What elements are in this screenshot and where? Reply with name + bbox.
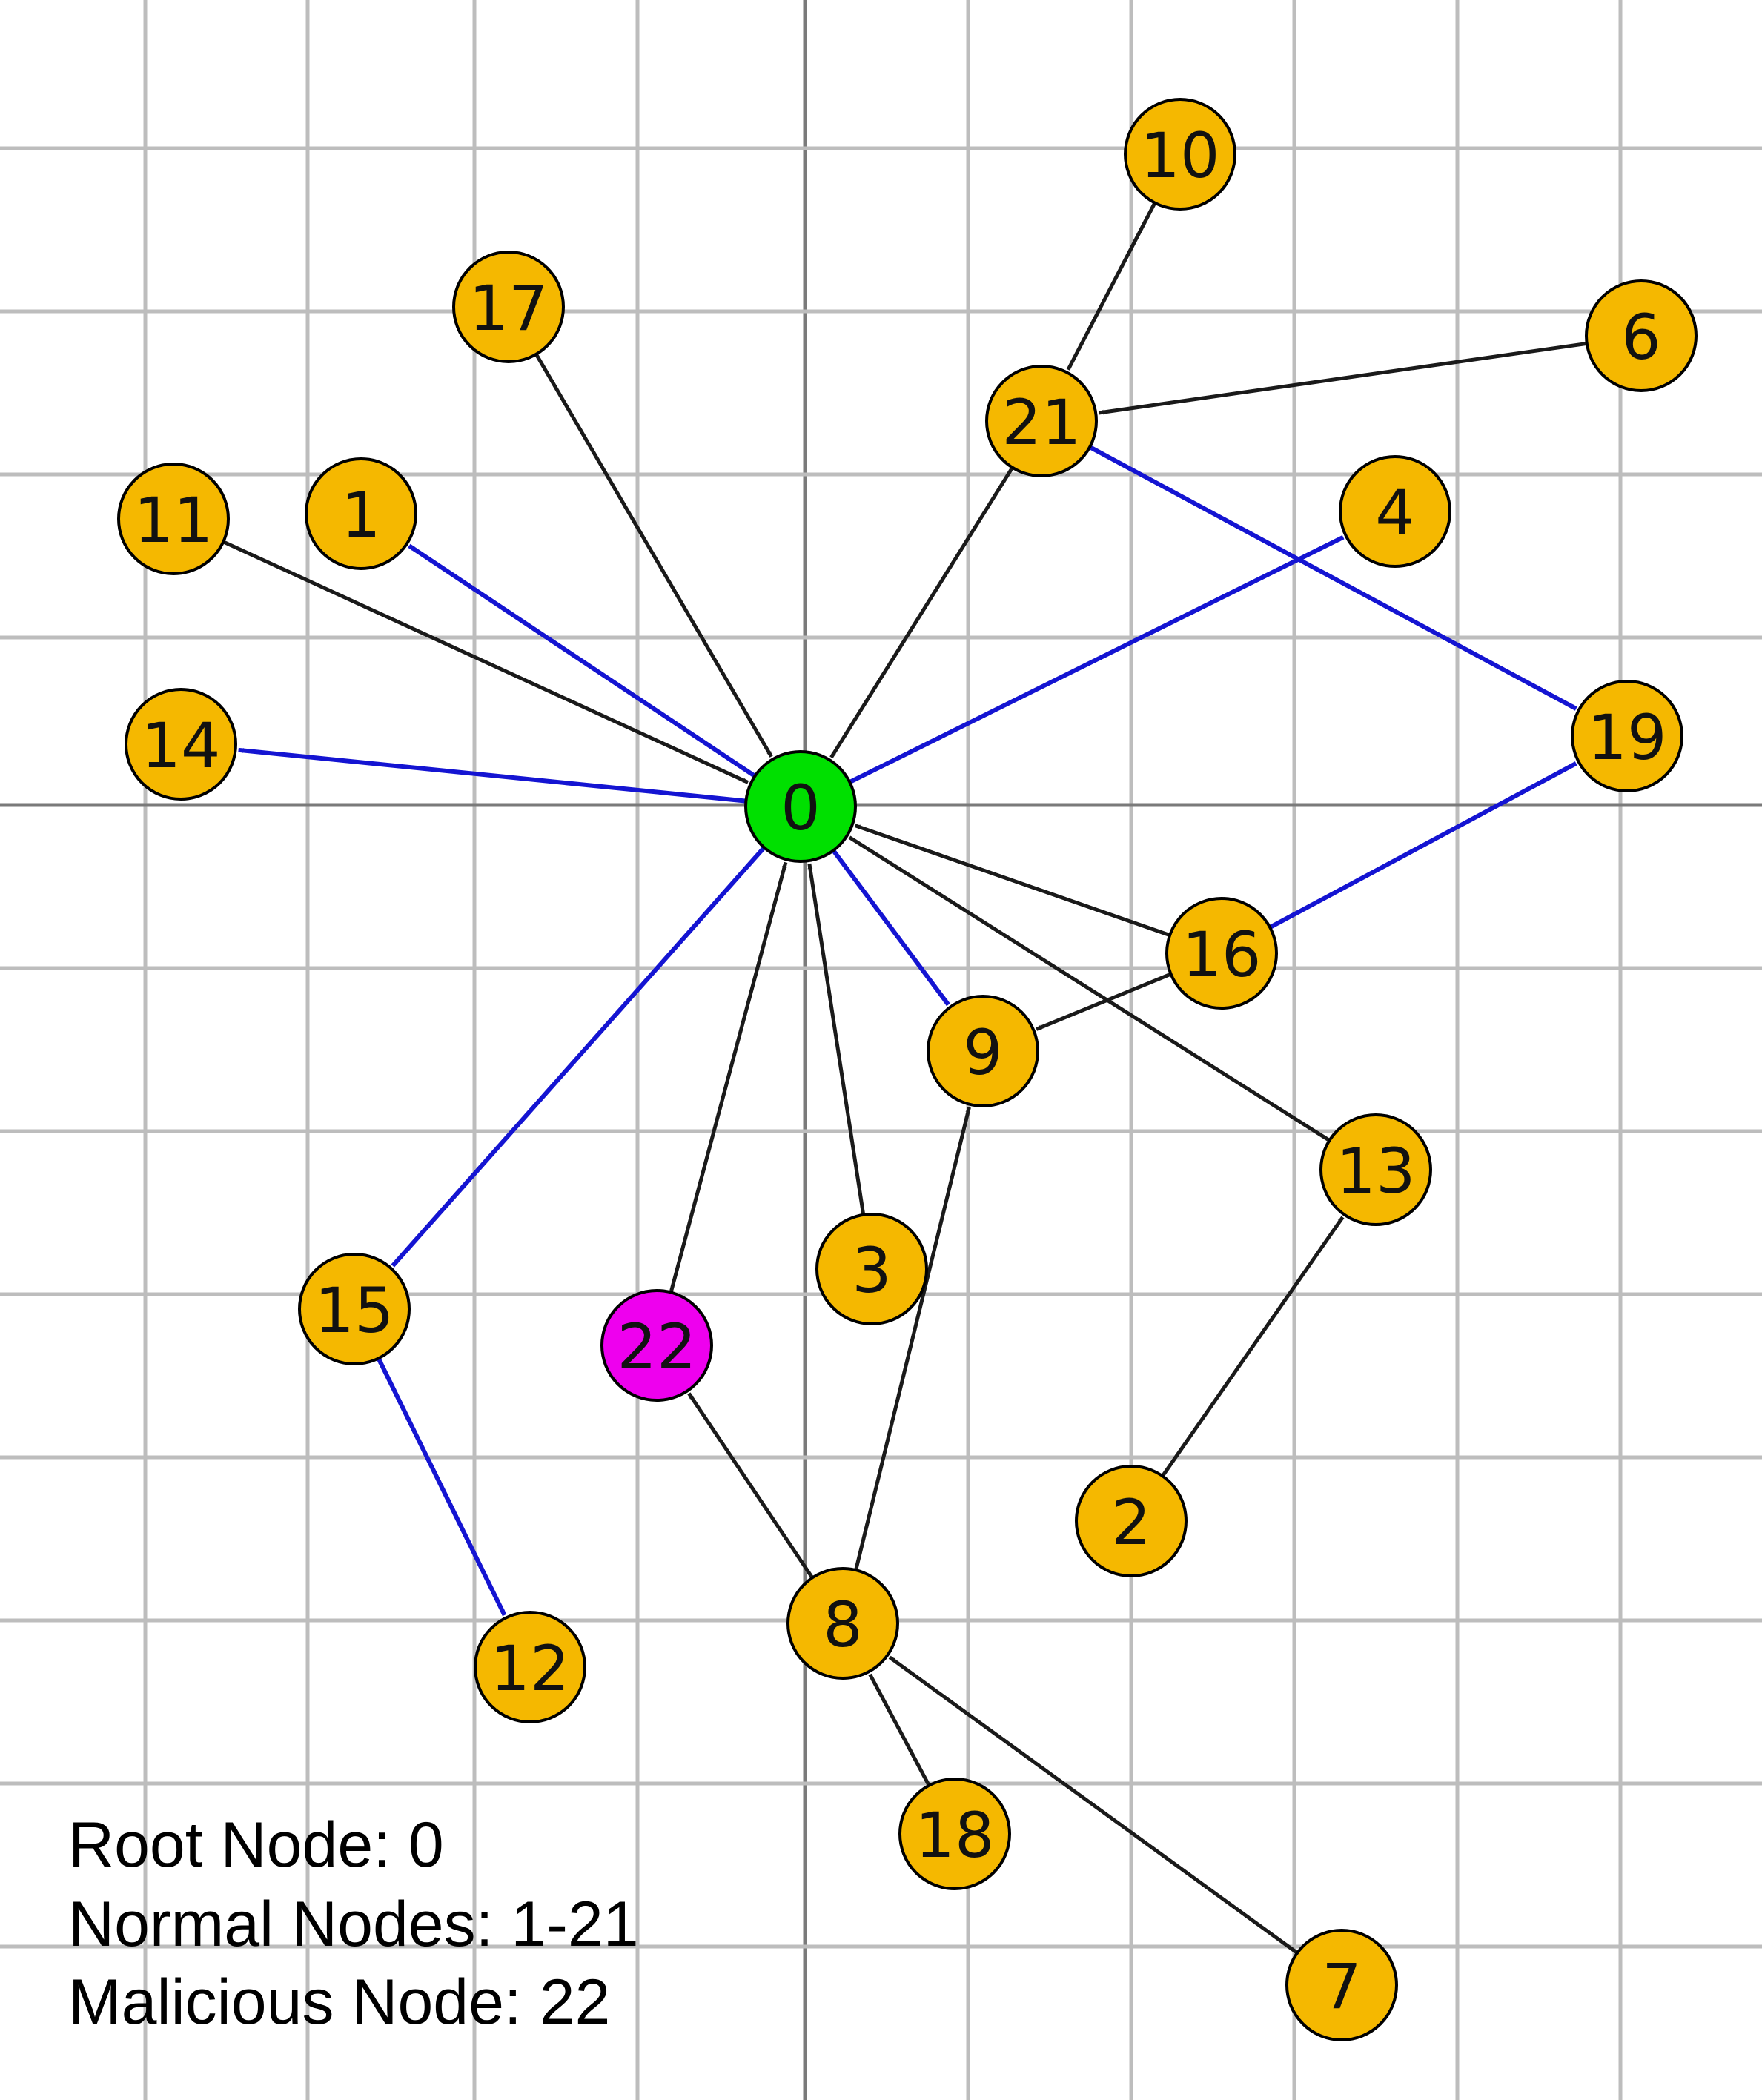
- edge-6-to-21: [1098, 341, 1588, 415]
- node-3-label: 3: [852, 1234, 891, 1307]
- node-18-label: 18: [915, 1799, 995, 1872]
- edge-8-to-22: [687, 1392, 814, 1579]
- node-14-circle: [125, 688, 237, 801]
- node-0-label: 0: [781, 772, 820, 844]
- node-9-circle: [927, 995, 1039, 1107]
- node-16-circle: [1165, 897, 1278, 1010]
- node-4: 4: [1339, 455, 1451, 568]
- node-12-circle: [474, 1611, 586, 1723]
- edge-13-to-0: [848, 835, 1331, 1142]
- edge-0-to-1: [408, 543, 757, 778]
- node-22-label: 22: [617, 1311, 697, 1383]
- edge-8-to-9: [854, 1107, 971, 1571]
- edge-16-to-9: [1036, 972, 1172, 1031]
- edge-layer: [222, 202, 1588, 1955]
- node-6-label: 6: [1621, 301, 1660, 374]
- edge-0-to-9: [831, 849, 950, 1007]
- node-22-circle: [600, 1289, 713, 1402]
- node-8-circle: [786, 1567, 899, 1680]
- node-7-label: 7: [1322, 1950, 1361, 2023]
- edge-0-to-15: [391, 846, 766, 1268]
- legend-malicious-node: Malicious Node: 22: [68, 1967, 610, 2038]
- node-16-label: 16: [1182, 918, 1262, 991]
- node-9: 9: [927, 995, 1039, 1107]
- node-1-circle: [305, 457, 417, 570]
- legend: Root Node: 0 Normal Nodes: 1-21 Maliciou…: [68, 1809, 639, 2038]
- node-1-label: 1: [341, 479, 380, 552]
- node-22: 22: [600, 1289, 713, 1402]
- node-7: 7: [1285, 1929, 1398, 2041]
- edge-0-to-14: [238, 747, 746, 804]
- node-21: 21: [985, 365, 1098, 477]
- node-11-label: 11: [134, 484, 213, 557]
- node-10: 10: [1124, 98, 1236, 211]
- edge-22-to-0: [669, 861, 788, 1294]
- node-13-label: 13: [1337, 1135, 1416, 1208]
- edge-21-to-19: [1088, 445, 1577, 711]
- node-21-label: 21: [1002, 386, 1082, 459]
- legend-normal-nodes: Normal Nodes: 1-21: [68, 1889, 639, 1960]
- node-8: 8: [786, 1567, 899, 1680]
- node-4-circle: [1339, 455, 1451, 568]
- node-1: 1: [305, 457, 417, 570]
- node-14: 14: [125, 688, 237, 801]
- node-2-circle: [1075, 1465, 1188, 1577]
- edge-16-to-19: [1268, 761, 1577, 930]
- node-15: 15: [298, 1253, 411, 1365]
- edge-7-to-8: [888, 1655, 1299, 1955]
- node-9-label: 9: [963, 1016, 1002, 1089]
- node-6: 6: [1585, 279, 1698, 392]
- node-3: 3: [815, 1213, 928, 1325]
- node-8-label: 8: [823, 1589, 862, 1661]
- edge-17-to-0: [534, 353, 773, 758]
- node-6-circle: [1585, 279, 1698, 392]
- edge-0-to-4: [848, 534, 1345, 784]
- node-12-label: 12: [491, 1632, 570, 1705]
- node-21-circle: [985, 365, 1098, 477]
- node-10-circle: [1124, 98, 1236, 211]
- node-18: 18: [898, 1778, 1011, 1890]
- node-13: 13: [1319, 1113, 1432, 1226]
- node-17-circle: [452, 251, 565, 363]
- node-11-circle: [117, 463, 230, 575]
- node-14-label: 14: [142, 709, 221, 782]
- edge-2-to-13: [1161, 1216, 1345, 1477]
- node-17: 17: [452, 251, 565, 363]
- edge-21-to-0: [829, 466, 1014, 759]
- edge-3-to-0: [807, 863, 866, 1216]
- node-11: 11: [117, 463, 230, 575]
- node-18-circle: [898, 1778, 1011, 1890]
- node-19-label: 19: [1588, 701, 1667, 774]
- edge-18-to-8: [868, 1673, 931, 1786]
- edge-11-to-0: [222, 540, 749, 784]
- edge-16-to-0: [854, 824, 1170, 938]
- node-19-circle: [1571, 680, 1683, 792]
- node-2-label: 2: [1111, 1486, 1150, 1559]
- node-16: 16: [1165, 897, 1278, 1010]
- node-2: 2: [1075, 1465, 1188, 1577]
- node-4-label: 4: [1375, 477, 1414, 549]
- node-0: 0: [744, 750, 857, 863]
- edge-15-to-12: [376, 1357, 507, 1617]
- node-12: 12: [474, 1611, 586, 1723]
- node-3-circle: [815, 1213, 928, 1325]
- edge-10-to-21: [1066, 202, 1157, 371]
- node-0-circle: [744, 750, 857, 863]
- node-19: 19: [1571, 680, 1683, 792]
- node-17-label: 17: [469, 272, 549, 345]
- legend-root-node: Root Node: 0: [68, 1809, 444, 1881]
- node-13-circle: [1319, 1113, 1432, 1226]
- node-10-label: 10: [1141, 119, 1220, 192]
- node-15-label: 15: [315, 1274, 394, 1347]
- node-7-circle: [1285, 1929, 1398, 2041]
- node-15-circle: [298, 1253, 411, 1365]
